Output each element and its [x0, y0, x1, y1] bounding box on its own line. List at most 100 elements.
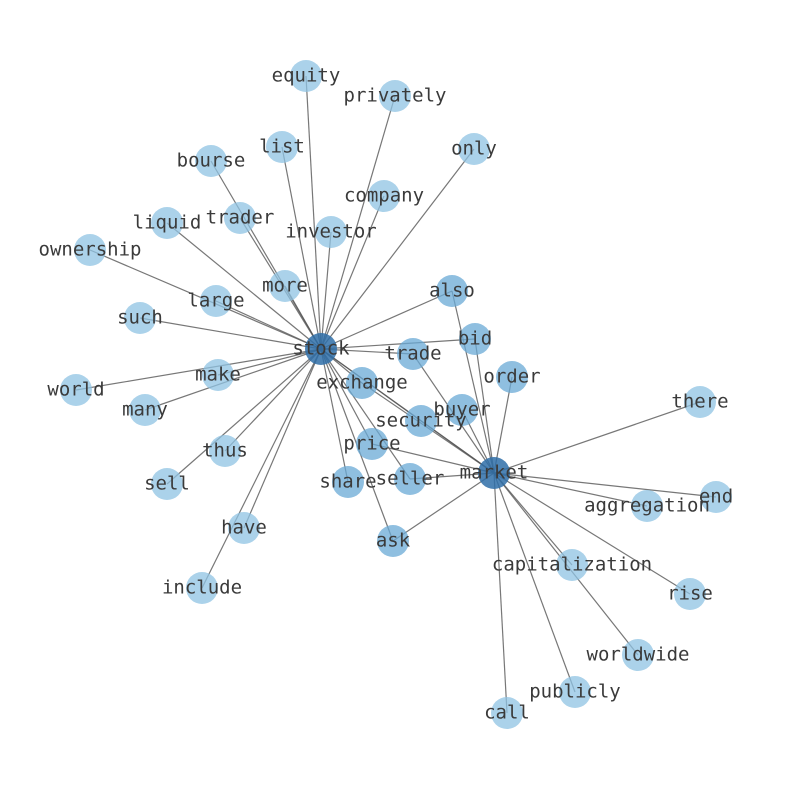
- node-label-publicly: publicly: [529, 681, 621, 703]
- node-label-thus: thus: [202, 440, 248, 462]
- node-label-privately: privately: [344, 85, 447, 107]
- node-label-capitalization: capitalization: [492, 554, 652, 576]
- node-worldwide: [622, 639, 654, 671]
- node-capitalization: [556, 549, 588, 581]
- node-aggregation: [631, 490, 663, 522]
- node-list: [266, 131, 298, 163]
- node-thus: [209, 435, 241, 467]
- node-label-more: more: [262, 275, 308, 297]
- node-exchange: [346, 367, 378, 399]
- node-trader: [224, 202, 256, 234]
- edge-stock-thus: [224, 348, 322, 452]
- node-ownership: [74, 234, 106, 266]
- node-label-sell: sell: [144, 473, 190, 495]
- node-label-only: only: [451, 138, 497, 160]
- node-label-world: world: [47, 379, 104, 401]
- edge-market-call: [493, 472, 508, 714]
- edge-stock-price: [320, 348, 373, 445]
- node-sell: [151, 468, 183, 500]
- node-label-seller: seller: [376, 468, 445, 490]
- edge-stock-equity: [305, 75, 322, 350]
- node-label-equity: equity: [272, 65, 341, 87]
- edge-market-rise: [493, 472, 691, 595]
- edge-market-there: [493, 401, 701, 474]
- edge-stock-only: [320, 148, 475, 350]
- edge-stock-include: [201, 348, 322, 589]
- node-there: [684, 386, 716, 418]
- edge-stock-seller: [320, 348, 411, 480]
- edge-market-order: [493, 376, 513, 474]
- node-many: [129, 394, 161, 426]
- edge-market-also: [451, 290, 495, 474]
- edge-stock-also: [320, 290, 453, 350]
- node-label-share: share: [319, 471, 376, 493]
- edge-stock-world: [75, 348, 322, 391]
- node-label-also: also: [429, 280, 475, 302]
- edge-market-ask: [392, 472, 495, 542]
- node-include: [186, 572, 218, 604]
- node-ask: [377, 525, 409, 557]
- node-label-ownership: ownership: [39, 239, 142, 261]
- node-label-price: price: [343, 433, 400, 455]
- edge-stock-privately: [320, 95, 396, 350]
- node-world: [60, 374, 92, 406]
- node-label-company: company: [344, 185, 424, 207]
- node-label-security: security: [375, 410, 467, 432]
- edge-market-publicly: [493, 472, 576, 693]
- node-more: [269, 270, 301, 302]
- edge-stock-share: [320, 348, 349, 483]
- edge-stock-list: [281, 146, 322, 350]
- node-order: [496, 361, 528, 393]
- node-publicly: [559, 676, 591, 708]
- node-share: [332, 466, 364, 498]
- node-label-have: have: [221, 517, 267, 539]
- node-label-ask: ask: [376, 530, 411, 552]
- edge-stock-make: [217, 348, 322, 376]
- node-seller: [394, 463, 426, 495]
- node-equity: [290, 60, 322, 92]
- node-trade: [397, 338, 429, 370]
- node-label-worldwide: worldwide: [587, 644, 690, 666]
- node-label-bourse: bourse: [177, 150, 246, 172]
- node-only: [458, 133, 490, 165]
- node-price: [356, 428, 388, 460]
- edge-market-price: [371, 443, 495, 474]
- edge-stock-liquid: [166, 222, 322, 350]
- node-end: [700, 481, 732, 513]
- node-label-end: end: [699, 486, 733, 508]
- node-security: [405, 405, 437, 437]
- node-stock: [305, 333, 337, 365]
- node-bourse: [195, 145, 227, 177]
- node-label-market: market: [460, 462, 529, 484]
- edge-stock-company: [320, 195, 385, 350]
- node-label-bid: bid: [458, 328, 492, 350]
- node-bid: [459, 323, 491, 355]
- node-also: [436, 275, 468, 307]
- node-privately: [379, 80, 411, 112]
- node-make: [202, 359, 234, 391]
- node-label-such: such: [117, 307, 163, 329]
- node-buyer: [446, 394, 478, 426]
- node-label-exchange: exchange: [316, 372, 408, 394]
- node-label-stock: stock: [292, 338, 350, 360]
- node-liquid: [151, 207, 183, 239]
- node-label-large: large: [187, 290, 244, 312]
- label-layer: stockmarketequityprivatelylistbourseonly…: [39, 65, 734, 724]
- node-have: [228, 512, 260, 544]
- edge-stock-investor: [320, 231, 332, 350]
- edge-stock-bid: [320, 338, 476, 350]
- node-label-order: order: [483, 366, 540, 388]
- edge-market-capitalization: [493, 472, 573, 566]
- node-label-include: include: [162, 577, 242, 599]
- node-label-aggregation: aggregation: [584, 495, 710, 517]
- node-rise: [674, 578, 706, 610]
- node-label-there: there: [671, 391, 728, 413]
- node-call: [491, 697, 523, 729]
- edge-market-end: [493, 472, 717, 498]
- node-investor: [315, 216, 347, 248]
- node-label-call: call: [484, 702, 530, 724]
- node-company: [368, 180, 400, 212]
- node-such: [124, 302, 156, 334]
- node-label-many: many: [122, 399, 168, 421]
